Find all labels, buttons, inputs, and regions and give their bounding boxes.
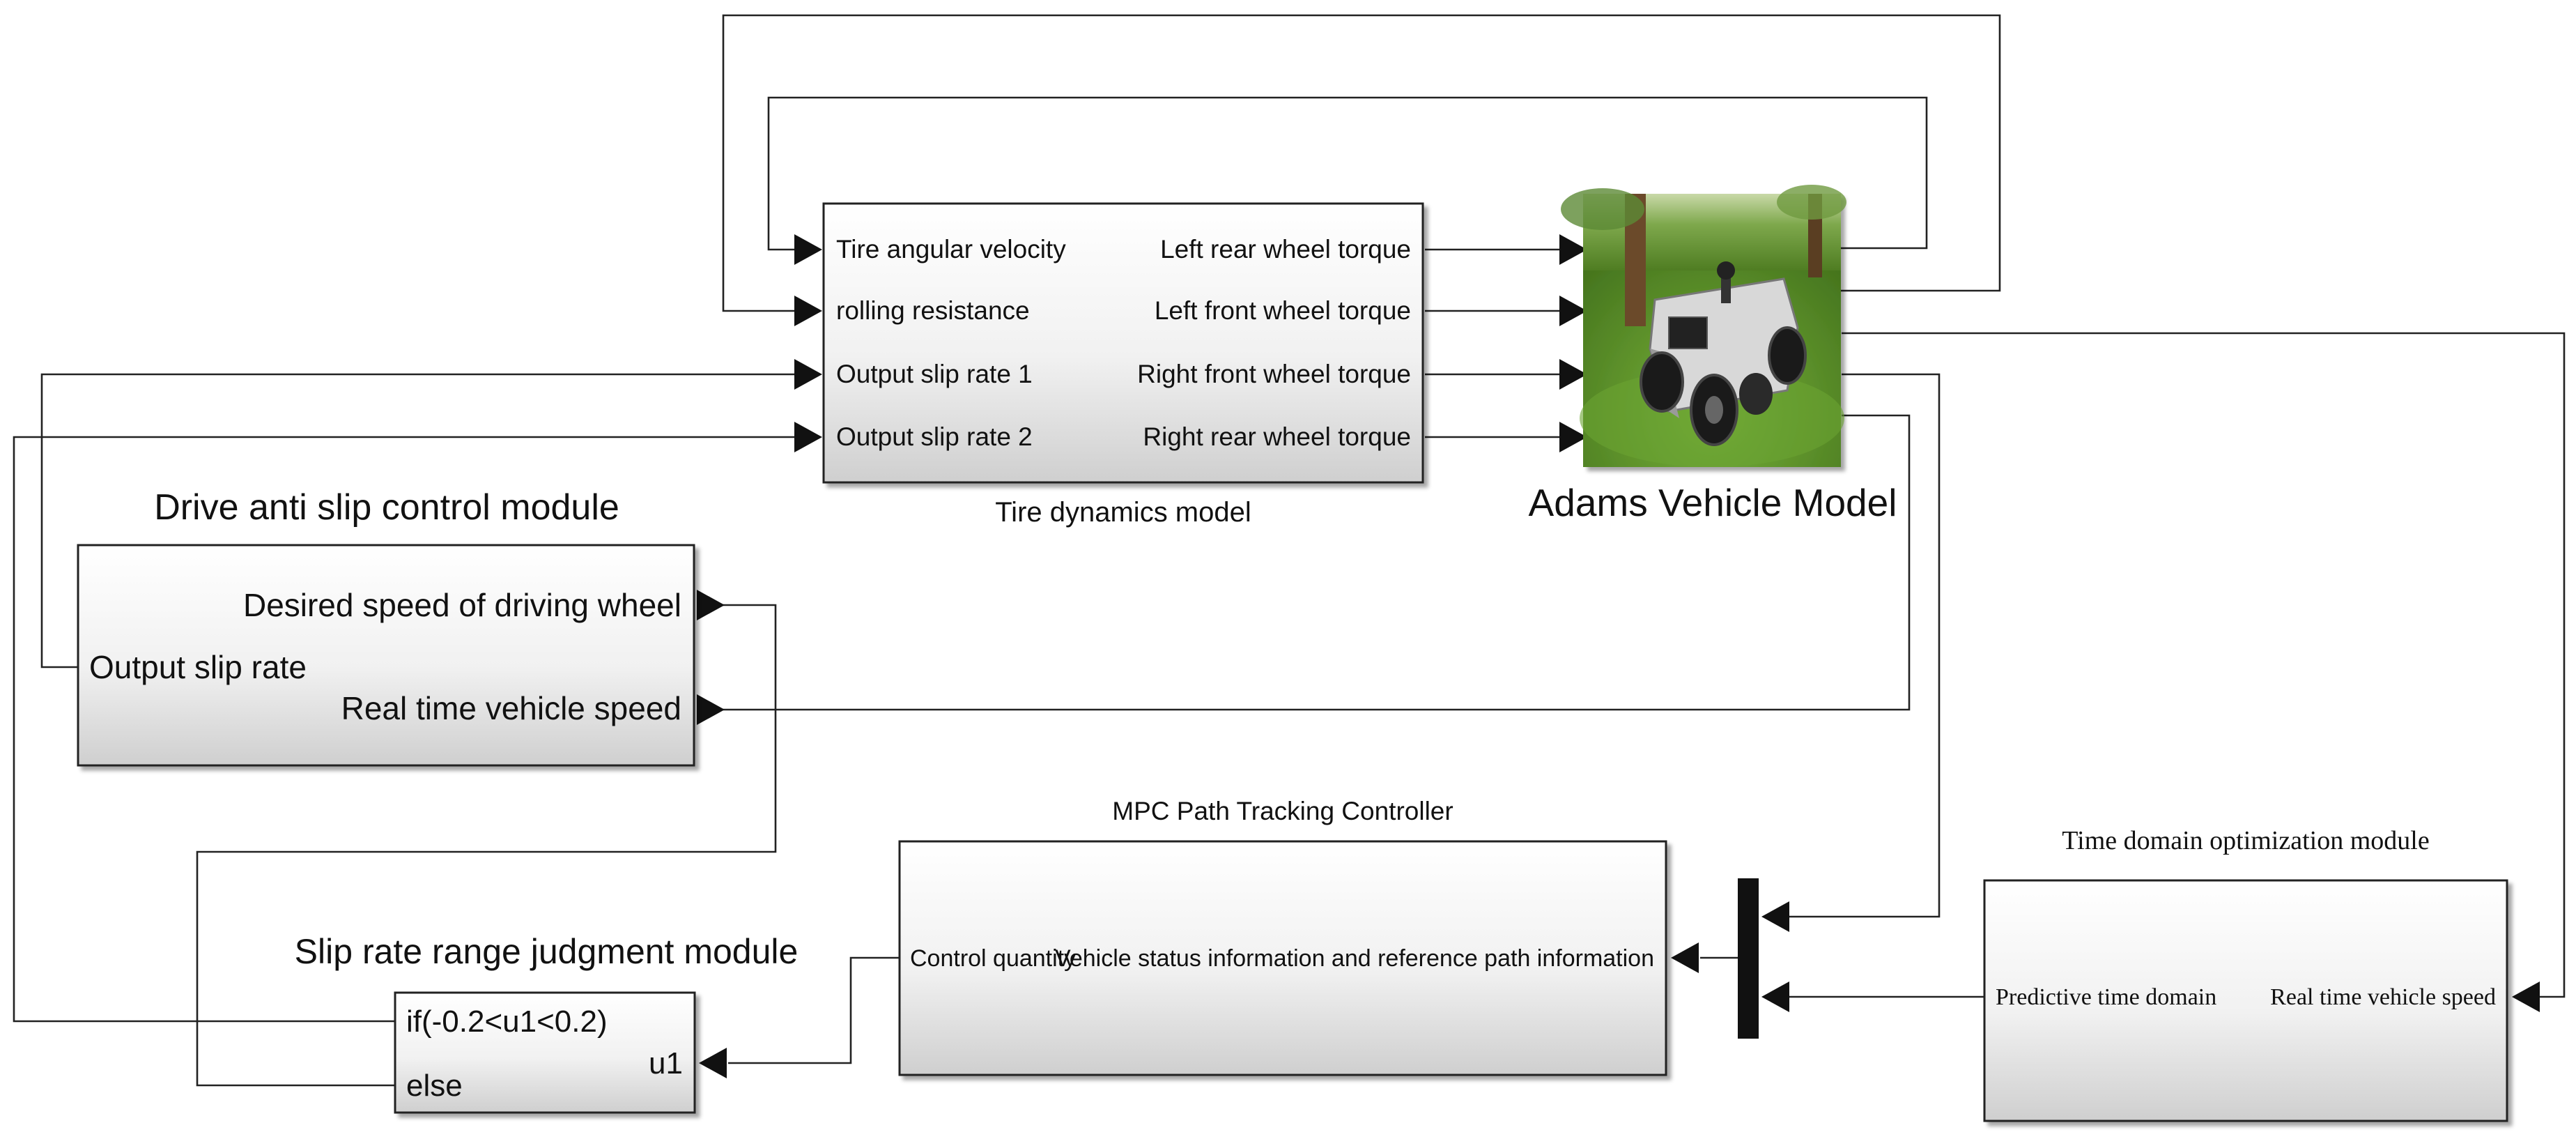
wire-desired-speed: [196, 604, 777, 1087]
wire-rolling-resistance: [722, 14, 2001, 312]
arrow-output-slip-rate-2: [794, 422, 822, 452]
time-domain-caption: Time domain optimization module: [2062, 826, 2429, 855]
wire-vehicle-state: [1784, 373, 1941, 918]
mpc-input-vehicle-status: Vehicle status information and reference…: [1055, 945, 1654, 972]
wire-control-quantity: [728, 956, 900, 1064]
arrow-right-rear-torque: [1559, 422, 1587, 452]
tire-input-4: Output slip rate 2: [836, 422, 1033, 451]
adams-vehicle-caption: Adams Vehicle Model: [1529, 481, 1897, 524]
tire-output-3: Right front wheel torque: [1137, 360, 1411, 388]
arrow-left-front-torque: [1559, 296, 1587, 326]
slip-rate-judgment-block[interactable]: Slip rate range judgment module if(-0.2<…: [295, 932, 799, 1114]
time-domain-output: Predictive time domain: [1996, 984, 2216, 1010]
mpc-controller-caption: MPC Path Tracking Controller: [1112, 797, 1453, 825]
wire-output-slip-rate-2: [13, 436, 794, 1023]
arrow-time-domain-input: [2512, 981, 2540, 1012]
arrow-vehicle-speed-drive: [697, 694, 725, 725]
drive-anti-slip-block[interactable]: Drive anti slip control module Desired s…: [77, 487, 695, 767]
tire-dynamics-caption: Tire dynamics model: [995, 497, 1251, 528]
time-domain-input: Real time vehicle speed: [2270, 984, 2496, 1010]
tire-dynamics-box[interactable]: [822, 202, 1424, 484]
drive-input-vehicle-speed: Real time vehicle speed: [341, 690, 681, 726]
drive-anti-slip-box[interactable]: [77, 544, 695, 767]
adams-vehicle-block[interactable]: Adams Vehicle Model: [1529, 185, 1897, 524]
robot-vehicle-photo-icon: [1561, 185, 1846, 467]
tire-input-1: Tire angular velocity: [836, 235, 1066, 263]
mpc-controller-block[interactable]: MPC Path Tracking Controller Control qua…: [898, 797, 1667, 1076]
wire-tire-angular-velocity: [767, 96, 1928, 251]
slip-rate-judgment-box[interactable]: [394, 991, 696, 1114]
drive-input-desired-speed: Desired speed of driving wheel: [243, 587, 681, 623]
arrow-rolling-resistance: [794, 296, 822, 326]
time-domain-box[interactable]: [1983, 879, 2508, 1122]
tire-output-1: Left rear wheel torque: [1160, 235, 1411, 263]
tire-input-2: rolling resistance: [836, 296, 1030, 325]
arrow-right-front-torque: [1559, 359, 1587, 390]
mpc-controller-box[interactable]: [898, 840, 1667, 1076]
slip-if-condition: if(-0.2<u1<0.2): [406, 1004, 608, 1039]
arrow-left-rear-torque: [1559, 234, 1587, 265]
slip-input-u1: u1: [649, 1046, 683, 1080]
arrow-tire-angular-velocity: [794, 234, 822, 265]
arrow-u1: [699, 1048, 727, 1078]
arrow-mpc-input: [1671, 942, 1699, 973]
tire-input-3: Output slip rate 1: [836, 360, 1033, 388]
mpc-output-control-quantity: Control quantity: [910, 945, 1076, 972]
tire-output-4: Right rear wheel torque: [1143, 422, 1411, 451]
tire-output-2: Left front wheel torque: [1155, 296, 1411, 325]
arrow-desired-speed: [697, 590, 725, 620]
mux-block[interactable]: [1738, 878, 1759, 1039]
arrow-mux-top: [1761, 901, 1789, 932]
wire-vehicle-speed-time: [1842, 332, 2566, 998]
wire-vehicle-speed-drive: [721, 414, 1911, 711]
slip-rate-judgment-caption: Slip rate range judgment module: [295, 932, 799, 971]
slip-else-condition: else: [406, 1069, 463, 1103]
tire-dynamics-block[interactable]: Tire angular velocity rolling resistance…: [822, 202, 1424, 528]
drive-output-slip-rate: Output slip rate: [89, 649, 307, 685]
drive-anti-slip-caption: Drive anti slip control module: [154, 487, 619, 528]
time-domain-block[interactable]: Time domain optimization module Predicti…: [1983, 826, 2508, 1122]
wire-output-slip-rate-1: [40, 373, 794, 668]
arrow-output-slip-rate-1: [794, 359, 822, 390]
arrow-mux-bottom: [1761, 981, 1789, 1012]
arrowheads: [697, 234, 2540, 1078]
signal-lines: [13, 14, 2566, 1087]
